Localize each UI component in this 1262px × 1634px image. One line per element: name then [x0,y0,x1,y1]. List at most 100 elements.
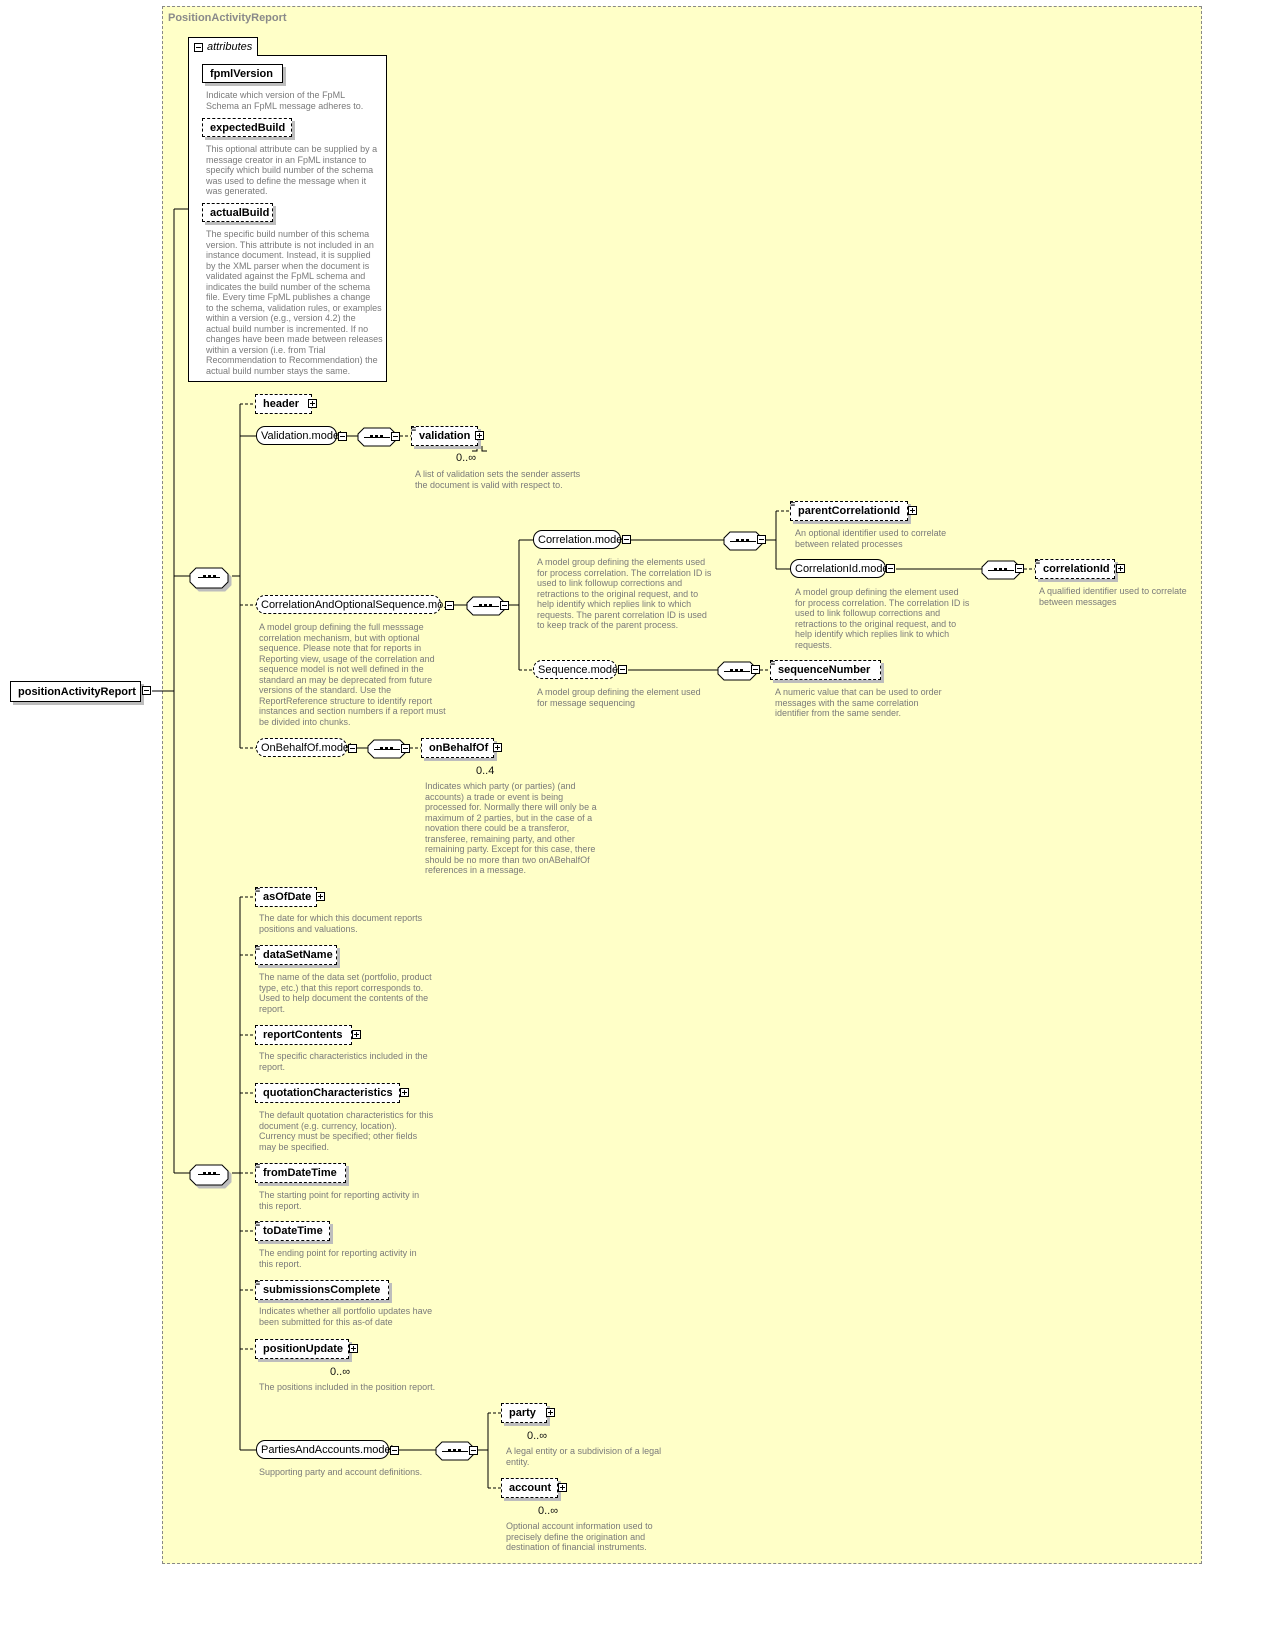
data-set-name-element[interactable]: dataSetName [255,945,337,965]
header-element[interactable]: header [255,394,312,414]
element-description: A qualified identifier used to correlate… [1039,586,1187,607]
sequence-model-group[interactable]: Sequence.model [533,660,621,679]
correlation-optional-sequence-group[interactable]: CorrelationAndOptionalSequence.mo... [256,595,452,614]
group-description: A model group defining the element used … [795,587,970,650]
attribute-name: fpmlVersion [210,68,273,80]
container-title: PositionActivityReport [168,12,287,24]
account-element[interactable]: account [501,1478,558,1498]
element-label: validation [419,430,471,442]
attributes-tab[interactable]: attributes [188,37,258,56]
element-label: header [263,398,300,410]
element-label: reportContents [263,1029,343,1041]
collapse-icon[interactable] [618,665,627,674]
expand-icon[interactable] [1116,564,1125,573]
validation-element[interactable]: validation [411,426,478,446]
parent-correlation-id-element[interactable]: parentCorrelationId [790,501,908,521]
collapse-icon[interactable] [1015,564,1024,573]
position-update-element[interactable]: positionUpdate [255,1339,349,1359]
submissions-complete-element[interactable]: submissionsComplete [255,1280,389,1300]
simple-content-icon: ≡ [255,1219,261,1229]
report-contents-element[interactable]: reportContents [255,1025,352,1045]
sequence-dots [198,435,1014,1452]
element-label: dataSetName [263,949,333,961]
expand-icon[interactable] [493,743,502,752]
cardinality: 0..4 [476,765,495,777]
expand-icon[interactable] [400,1088,409,1097]
to-date-time-element[interactable]: toDateTime [255,1221,330,1241]
attribute-description: Indicate which version of the FpML Schem… [206,90,364,111]
group-description: A model group defining the full messsage… [259,622,446,727]
element-description: The date for which this document reports… [259,913,423,934]
correlation-id-element[interactable]: correlationId [1035,559,1115,579]
root-element-label: positionActivityReport [18,686,136,698]
attribute-expectedbuild[interactable]: expectedBuild [202,118,292,137]
on-behalf-of-model-group[interactable]: OnBehalfOf.model [256,738,352,757]
collapse-icon[interactable] [757,535,766,544]
expand-icon[interactable] [908,506,917,515]
collapse-icon[interactable] [751,665,760,674]
validation-model-group[interactable]: Validation.model [256,426,342,445]
collapse-icon[interactable] [401,744,410,753]
element-label: fromDateTime [263,1167,337,1179]
group-description: A model group defining the elements used… [537,557,712,630]
from-date-time-element[interactable]: fromDateTime [255,1163,346,1183]
expand-icon[interactable] [558,1483,567,1492]
expand-icon[interactable] [316,892,325,901]
correlation-id-model-group[interactable]: CorrelationId.model [790,559,891,578]
element-label: asOfDate [263,891,312,903]
expand-icon[interactable] [352,1030,361,1039]
attribute-actualbuild[interactable]: actualBuild [202,203,273,222]
on-behalf-of-element[interactable]: onBehalfOf [421,738,494,758]
root-element-box[interactable]: positionActivityReport [10,681,141,702]
group-label: Correlation.model [538,534,625,546]
element-description: A numeric value that can be used to orde… [775,687,942,718]
element-label: submissionsComplete [263,1284,381,1296]
sequence-number-element[interactable]: sequenceNumber [770,660,881,680]
collapse-icon[interactable] [500,601,509,610]
collapse-icon[interactable] [886,564,895,573]
group-label: OnBehalfOf.model [261,742,352,754]
collapse-icon[interactable] [622,535,631,544]
collapse-icon[interactable] [142,686,151,695]
expand-icon[interactable] [475,431,484,440]
parties-and-accounts-model-group[interactable]: PartiesAndAccounts.model [256,1440,393,1459]
element-label: party [509,1407,536,1419]
simple-content-icon: ≡ [255,1278,261,1288]
expand-icon[interactable] [349,1344,358,1353]
attribute-fpmlversion[interactable]: fpmlVersion [202,64,283,83]
collapse-icon[interactable] [390,1446,399,1455]
simple-content-icon: ≡ [770,658,776,668]
collapse-icon[interactable] [338,432,347,441]
attribute-description: The specific build number of this schema… [206,229,383,376]
collapse-icon[interactable] [391,432,400,441]
expand-icon[interactable] [546,1408,555,1417]
collapse-icon[interactable] [348,744,357,753]
group-label: CorrelationAndOptionalSequence.mo... [261,599,453,611]
cardinality: 0..∞ [456,452,477,464]
simple-content-icon: ≡ [255,885,261,895]
group-label: Sequence.model [538,664,621,676]
element-description: Optional account information used to pre… [506,1521,653,1552]
collapse-icon[interactable] [445,601,454,610]
group-description: A model group defining the element used … [537,687,701,708]
group-label: Validation.model [261,430,342,442]
element-label: account [509,1482,552,1494]
element-label: onBehalfOf [429,742,489,754]
collapse-icon[interactable] [469,1446,478,1455]
correlation-model-group[interactable]: Correlation.model [533,530,625,549]
expand-icon[interactable] [308,399,317,408]
cardinality: 0..∞ [527,1430,548,1442]
simple-content-icon: ≡ [255,1161,261,1171]
cardinality: 0..∞ [538,1505,559,1517]
quotation-characteristics-element[interactable]: quotationCharacteristics [255,1083,400,1103]
attribute-description: This optional attribute can be supplied … [206,144,378,196]
party-element[interactable]: party [501,1403,547,1423]
group-label: PartiesAndAccounts.model [261,1444,394,1456]
element-description: The positions included in the position r… [259,1382,436,1392]
collapse-icon[interactable] [194,43,203,52]
simple-content-icon: ≡ [411,424,417,434]
group-description: Supporting party and account definitions… [259,1467,423,1477]
as-of-date-element[interactable]: asOfDate [255,887,317,907]
